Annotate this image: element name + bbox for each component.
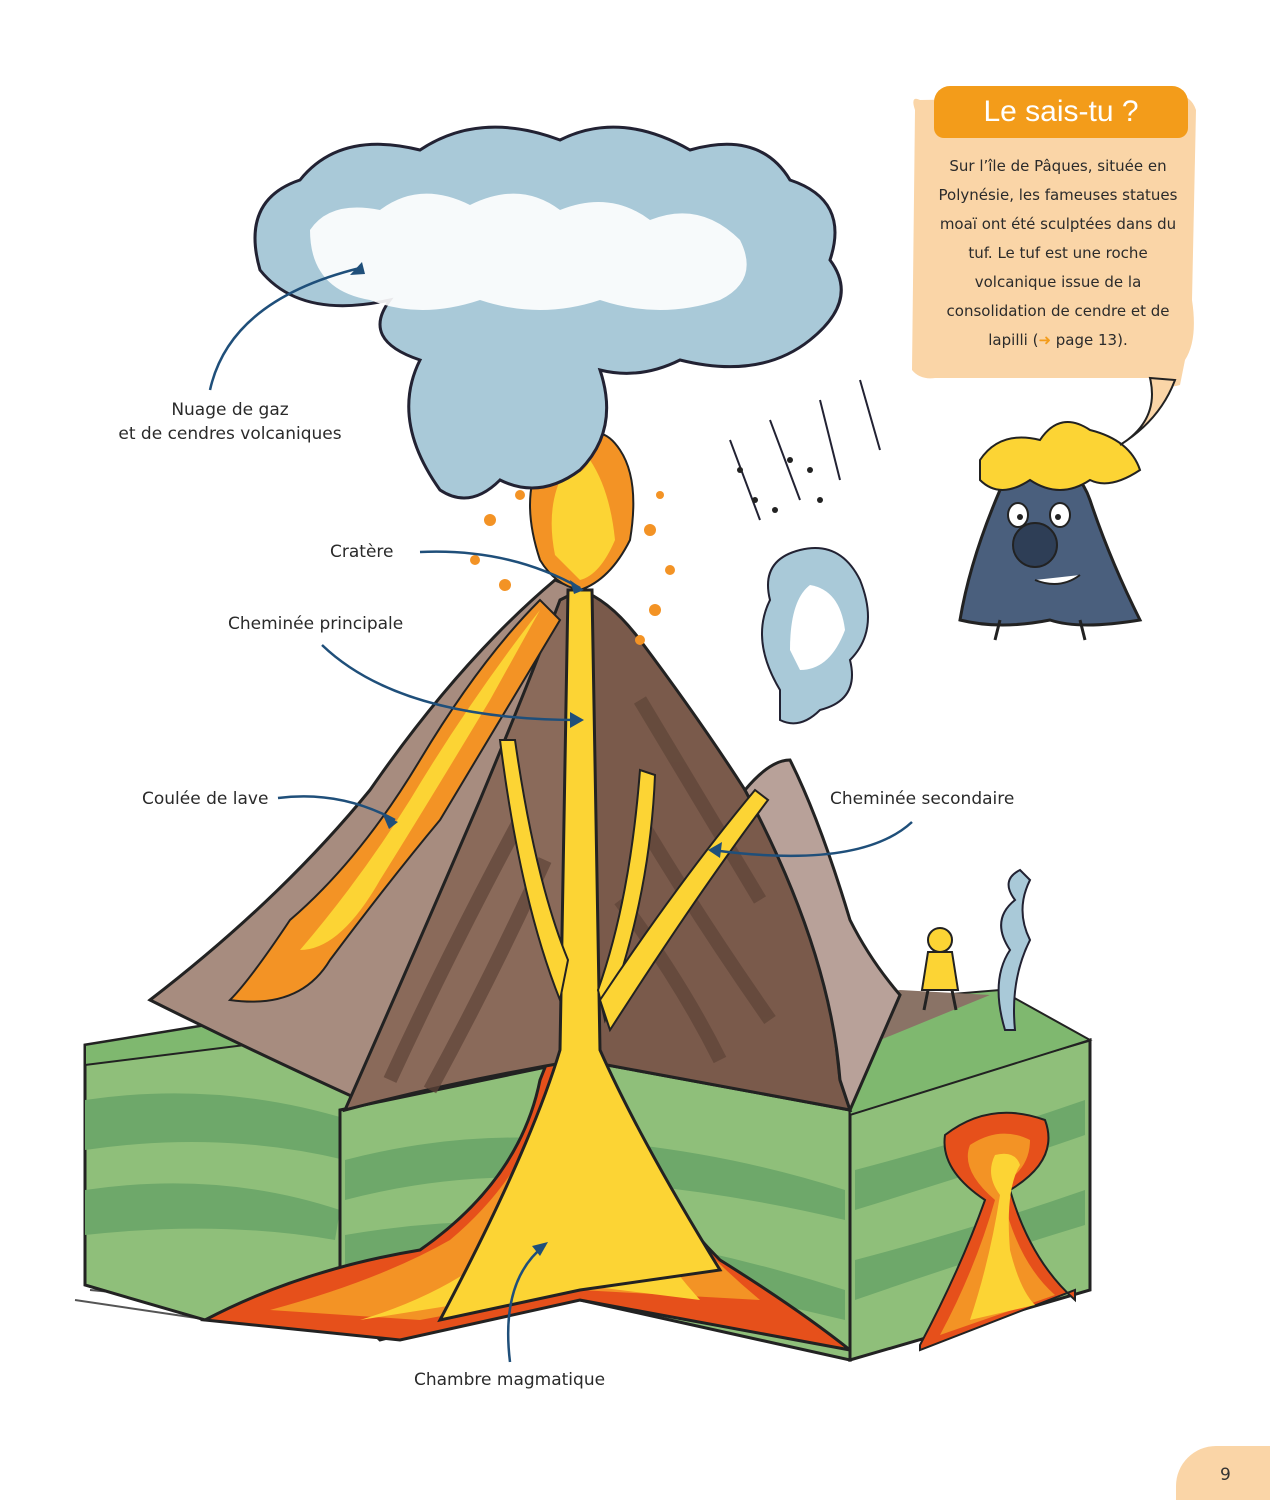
label-lava-flow: Coulée de lave	[142, 789, 269, 809]
info-box-bubble	[912, 95, 1196, 387]
arrow-coulee	[277, 795, 396, 822]
page-number-tab	[1176, 1446, 1270, 1500]
label-gas-cloud-line1: Nuage de gaz	[171, 400, 289, 420]
label-crater: Cratère	[330, 542, 394, 562]
arrow-right-icon: ➜	[1038, 331, 1052, 349]
page-number: 9	[1220, 1465, 1231, 1485]
label-main-chimney: Cheminée principale	[228, 614, 404, 634]
did-you-know-box: Le sais-tu ? Sur l’île de Pâques, située…	[912, 86, 1196, 390]
label-arrowheads	[350, 262, 722, 1256]
label-arrows	[208, 266, 913, 1363]
arrow-cheminee	[321, 644, 581, 722]
arrow-nuage	[208, 266, 361, 391]
label-secondary-chimney: Cheminée secondaire	[830, 789, 1015, 809]
fumarole-and-scientist	[920, 868, 1032, 1031]
label-gas-cloud: Nuage de gaz et de cendres volcaniques	[80, 398, 380, 446]
info-box-tail	[1119, 376, 1177, 446]
mascot-volcano-character	[958, 421, 1143, 641]
label-gas-cloud-line2: et de cendres volcaniques	[118, 424, 342, 444]
lava-flow	[227, 598, 562, 1003]
ash-cloud	[253, 125, 881, 725]
did-you-know-title: Le sais-tu ?	[934, 86, 1188, 138]
info-text-part1: Sur l’île de Pâques, située en Polynésie…	[938, 157, 1178, 349]
did-you-know-text: Sur l’île de Pâques, située en Polynésie…	[936, 152, 1180, 355]
info-text-part2: page 13).	[1051, 331, 1128, 349]
left-ground-block	[83, 998, 393, 1322]
arrow-secondaire	[711, 821, 913, 858]
arrow-chambre	[506, 1244, 546, 1363]
arrow-cratere	[419, 550, 581, 590]
label-magma-chamber: Chambre magmatique	[414, 1370, 606, 1390]
